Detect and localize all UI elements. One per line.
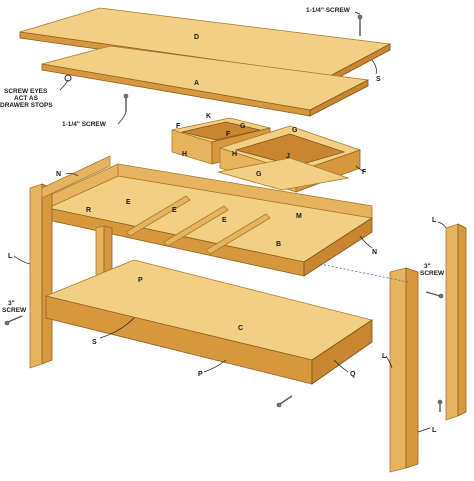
callout-screw-eyes-line2: ACT AS xyxy=(14,95,39,102)
screw-icon xyxy=(437,399,443,412)
part-label-s-top: S xyxy=(376,76,381,83)
part-label-f2: F xyxy=(226,131,231,138)
part-label-n1: N xyxy=(56,171,61,178)
drawer-bottom-panel xyxy=(217,157,350,191)
leg-front-left xyxy=(29,183,53,369)
part-label-h1: H xyxy=(182,151,187,158)
part-label-a: A xyxy=(194,80,199,87)
plank-a xyxy=(41,45,370,117)
shelf-box-b xyxy=(46,163,374,277)
screw-icon xyxy=(276,395,293,408)
part-label-p2: P xyxy=(198,371,203,378)
part-label-f1: F xyxy=(176,123,181,130)
callout-screw-eyes: SCREW EYES ACT AS DRAWER STOPS xyxy=(0,88,53,109)
callout-screw-eyes-line1: SCREW EYES xyxy=(4,88,48,95)
callout-screw-3-left-line1: 3" xyxy=(8,300,15,307)
callout-screw-eyes-line3: DRAWER STOPS xyxy=(0,102,53,109)
callout-screw-3-right-line1: 3" xyxy=(424,263,431,270)
part-label-e3: E xyxy=(222,217,227,224)
part-label-l3: L xyxy=(382,353,387,360)
part-label-m: M xyxy=(296,213,302,220)
screw-eye-icon xyxy=(64,74,72,82)
part-label-e2: E xyxy=(172,207,177,214)
screw-icon xyxy=(357,14,363,36)
bottom-shelf-c xyxy=(44,259,373,385)
side-rail-n xyxy=(41,155,111,199)
part-label-p1: P xyxy=(138,277,143,284)
part-label-b: B xyxy=(276,241,281,248)
screw-icon xyxy=(123,93,129,112)
assembly-guide-line xyxy=(319,263,409,283)
callout-screw-3-right-line2: SCREW xyxy=(420,270,445,277)
screw-icon xyxy=(425,291,444,299)
part-label-e1: E xyxy=(126,199,131,206)
part-label-l2: L xyxy=(432,217,437,224)
part-label-d: D xyxy=(194,34,199,41)
part-label-k: K xyxy=(206,113,211,120)
callout-screw-mid: 1-1/4" SCREW xyxy=(62,121,107,128)
leader-lines xyxy=(13,11,447,433)
screw-icon xyxy=(4,315,23,326)
callout-screw-top: 1-1/4" SCREW xyxy=(306,7,351,14)
part-label-f3: F xyxy=(362,169,367,176)
part-label-j: J xyxy=(286,153,290,160)
part-label-q: Q xyxy=(350,371,356,378)
part-label-s2: S xyxy=(92,339,97,346)
leg-right-far xyxy=(445,223,467,421)
callout-screw-3-left: 3" SCREW xyxy=(2,300,27,314)
part-label-g3: G xyxy=(256,171,262,178)
part-label-h2: H xyxy=(232,151,237,158)
part-label-g1: G xyxy=(240,123,246,130)
part-label-l1: L xyxy=(8,253,13,260)
part-label-l4: L xyxy=(432,427,437,434)
leg-right-near xyxy=(389,267,419,473)
callout-screw-3-right: 3" SCREW xyxy=(420,263,445,277)
callout-screw-3-left-line2: SCREW xyxy=(2,307,27,314)
part-label-c: C xyxy=(238,325,243,332)
part-label-g2: G xyxy=(292,127,298,134)
part-label-n2: N xyxy=(372,249,377,256)
part-label-r: R xyxy=(86,207,91,214)
